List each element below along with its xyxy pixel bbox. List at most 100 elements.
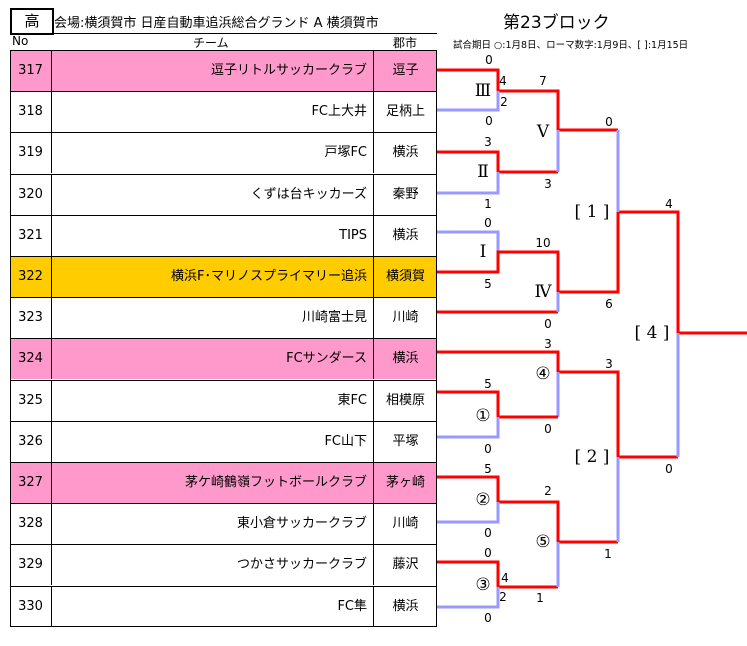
match-label: ⑤ (535, 532, 551, 552)
match-score: 1 (604, 547, 612, 561)
team-city: 横浜 (392, 598, 419, 614)
team-number: 326 (10, 421, 52, 462)
match-score: 0 (484, 216, 492, 230)
team-city: 川崎 (392, 516, 419, 532)
team-name: 逗子リトルサッカークラブ (52, 51, 374, 91)
loser-line (437, 172, 500, 195)
team-city: 横須賀 (385, 269, 425, 284)
team-name: 川崎富士見 (52, 298, 374, 339)
winner-line (437, 560, 558, 589)
loser-line (437, 91, 500, 112)
match-score: 0 (605, 115, 613, 129)
loser-line (437, 230, 500, 252)
team-city: 横浜 (392, 145, 419, 161)
match-score: 0 (484, 526, 492, 540)
match-score: 0 (544, 422, 552, 436)
team-name: 横浜F･マリノスプライマリー追浜 (52, 257, 374, 297)
match-score: 2 (499, 590, 507, 604)
team-number: 322 (10, 257, 52, 297)
match-score: 0 (544, 317, 552, 331)
match-label: Ⅱ (477, 162, 489, 182)
team-number: 318 (10, 92, 52, 133)
venue-label: 会場:横須賀市 日産自動車追浜総合グランド A 横須賀市 (54, 12, 437, 34)
match-score: 0 (484, 546, 492, 560)
match-score: 4 (665, 197, 673, 211)
team-city: 藤沢 (392, 557, 419, 573)
match-label: ② (475, 490, 491, 510)
team-number: 328 (10, 504, 52, 545)
match-label: [ 4 ] (634, 323, 670, 343)
team-name: くずは台キッカーズ (52, 174, 374, 215)
team-name: FC上大井 (52, 92, 374, 133)
winner-line (437, 68, 618, 132)
match-score: 3 (544, 177, 552, 191)
team-number: 317 (10, 51, 52, 91)
match-label: ④ (535, 364, 551, 384)
match-score: 0 (485, 114, 493, 128)
match-label: Ⅰ (479, 242, 487, 262)
col-header-city: 郡市 (393, 36, 418, 50)
match-score: 4 (501, 571, 509, 585)
match-label: Ⅲ (474, 81, 492, 101)
team-number: 319 (10, 133, 52, 174)
match-score: 0 (665, 462, 673, 476)
match-score: 0 (485, 53, 493, 67)
team-city: 平塚 (392, 433, 419, 449)
match-label: ③ (475, 575, 491, 595)
match-score: 6 (605, 297, 613, 311)
match-score: 5 (484, 377, 492, 391)
team-number: 320 (10, 174, 52, 215)
team-name: 東小倉サッカークラブ (52, 504, 374, 545)
team-name: 茅ケ崎鶴嶺フットボールクラブ (52, 463, 374, 503)
match-score: 3 (484, 135, 492, 149)
team-name: FC山下 (52, 421, 374, 462)
match-score: 3 (544, 337, 552, 351)
match-score: 1 (484, 197, 492, 211)
team-number: 325 (10, 380, 52, 421)
team-city: 秦野 (392, 186, 419, 202)
team-number: 327 (10, 463, 52, 503)
team-number: 330 (10, 586, 52, 626)
match-score: 7 (539, 74, 547, 88)
match-score: 0 (484, 611, 492, 625)
match-score: 2 (500, 95, 508, 109)
team-city: 相模原 (385, 392, 425, 408)
match-score: 2 (544, 484, 552, 498)
match-label: Ⅳ (534, 282, 552, 302)
team-number: 321 (10, 215, 52, 256)
team-name: つかさサッカークラブ (52, 545, 374, 586)
team-number: 323 (10, 298, 52, 339)
winner-line (437, 475, 618, 544)
match-label: [ 1 ] (574, 202, 610, 222)
col-header-no: No (12, 34, 29, 48)
team-name: 東FC (52, 380, 374, 421)
match-label: [ 2 ] (574, 447, 610, 467)
match-score: 10 (535, 236, 551, 250)
team-city: 茅ヶ崎 (385, 475, 425, 490)
match-score: 5 (484, 277, 492, 291)
team-city: 横浜 (392, 227, 419, 243)
block-title: 第23ブロック (503, 13, 610, 33)
team-city: 足柄上 (385, 104, 425, 120)
col-header-team: チーム (193, 36, 229, 50)
loser-line (437, 587, 500, 609)
team-name: 戸塚FC (52, 133, 374, 174)
team-number: 329 (10, 545, 52, 586)
match-score: 5 (484, 462, 492, 476)
winner-line (437, 210, 747, 335)
team-name: TIPS (52, 215, 374, 256)
